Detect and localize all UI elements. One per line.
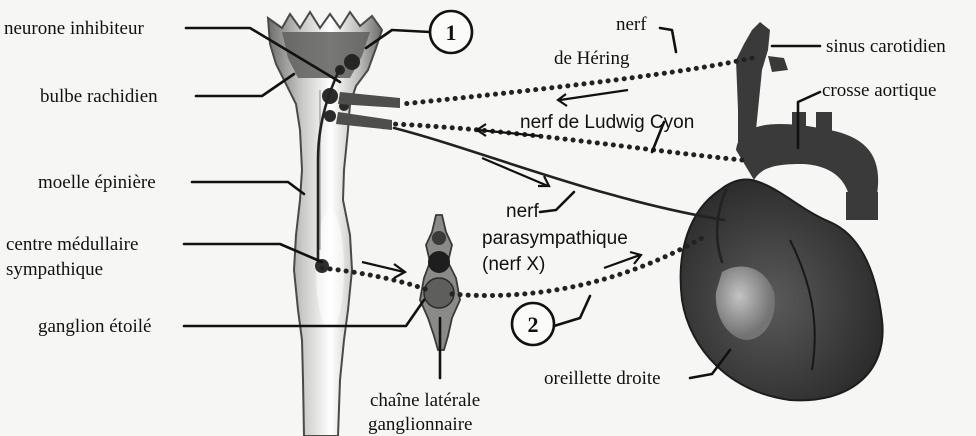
spinal-cord	[268, 12, 382, 436]
label-nerf-para-2: parasympathique	[482, 228, 628, 249]
label-neurone-inhibiteur: neurone inhibiteur	[4, 18, 144, 39]
label-moelle-epiniere: moelle épinière	[38, 172, 156, 193]
label-nerf-para-1: nerf	[506, 201, 539, 222]
label-nerf-hering-2: de Héring	[554, 48, 630, 69]
label-crosse-aortique: crosse aortique	[822, 80, 936, 101]
marker-2: 2	[512, 303, 554, 345]
label-oreillette-droite: oreillette droite	[544, 368, 661, 389]
marker-1: 1	[430, 11, 472, 53]
marker-2-text: 2	[528, 312, 539, 337]
label-nerf-hering-1: nerf	[616, 14, 647, 35]
label-nerf-para-3: (nerf X)	[482, 254, 545, 275]
label-chaine-ganglionnaire: ganglionnaire	[368, 414, 472, 435]
label-bulbe-rachidien: bulbe rachidien	[40, 86, 158, 107]
label-centre-medullaire-sympathique: sympathique	[6, 259, 103, 280]
marker-1-text: 1	[446, 20, 457, 45]
label-sinus-carotidien: sinus carotidien	[826, 36, 946, 57]
heart	[681, 22, 883, 400]
label-centre-medullaire: centre médullaire	[6, 234, 138, 255]
label-nerf-ludwig-cyon: nerf de Ludwig Cyon	[520, 112, 694, 133]
label-ganglion-etoile: ganglion étoilé	[38, 316, 151, 337]
label-chaine-laterale: chaîne latérale	[370, 390, 480, 411]
